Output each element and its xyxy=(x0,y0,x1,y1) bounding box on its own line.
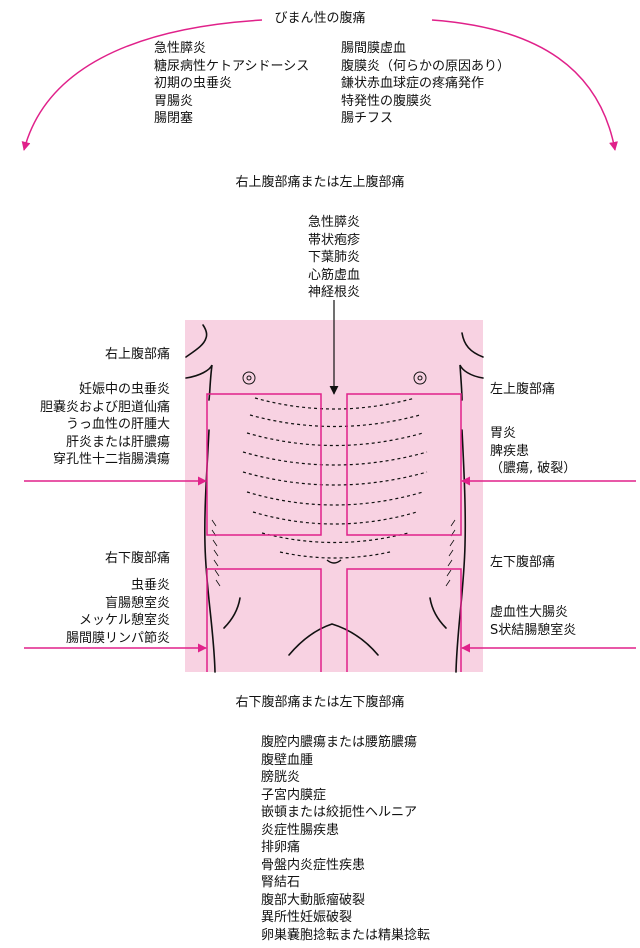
list-item: 腎結石 xyxy=(261,875,301,890)
list-item: メッケル憩室炎 xyxy=(78,613,170,628)
list-item: 帯状疱疹 xyxy=(307,232,360,248)
list-item: 穿孔性十二指腸潰瘍 xyxy=(52,452,170,467)
list-item: （膿瘍, 破裂） xyxy=(490,461,577,476)
list-item: 盲腸憩室炎 xyxy=(104,595,170,611)
list-item: 腹膜炎（何らかの原因あり） xyxy=(341,58,511,74)
list-item: 肝炎または肝膿瘍 xyxy=(65,434,170,450)
torso-outline xyxy=(185,324,484,673)
diffuse-title: びまん性の腹痛 xyxy=(274,11,366,26)
list-item: 嵌頓または絞扼性ヘルニア xyxy=(261,805,418,820)
list-item: 腹部大動脈瘤破裂 xyxy=(261,892,366,908)
list-item: 腸間膜虚血 xyxy=(341,41,407,56)
list-item: 腹壁血腫 xyxy=(261,752,314,768)
nipples xyxy=(242,371,427,385)
list-item: 卵巣嚢胞捻転または精巣捻転 xyxy=(261,927,431,943)
list-item: 初期の虫垂炎 xyxy=(154,76,233,91)
list-item: 妊娠中の虫垂炎 xyxy=(78,382,170,397)
list-item: 虚血性大腸炎 xyxy=(490,605,569,620)
list-item: 胃腸炎 xyxy=(154,93,194,109)
list-item: 膀胱炎 xyxy=(261,770,301,785)
list-item: 排卵痛 xyxy=(261,840,301,855)
list-item: 腹腔内膿瘍または腰筋膿瘍 xyxy=(261,735,418,750)
list-item: 急性膵炎 xyxy=(307,215,360,230)
list-item: 炎症性腸疾患 xyxy=(261,822,340,838)
rib-lines xyxy=(242,397,428,559)
lower-list: 腹腔内膿瘍または腰筋膿瘍腹壁血腫膀胱炎子宮内膜症嵌頓または絞扼性ヘルニア炎症性腸… xyxy=(261,734,430,944)
upper-title: 右上腹部痛または左上腹部痛 xyxy=(235,175,405,190)
list-item: 腸間膜リンパ節炎 xyxy=(65,630,170,646)
lower-title: 右下腹部痛または左下腹部痛 xyxy=(235,695,405,710)
navel xyxy=(326,559,342,564)
diffuse-right-list: 腸間膜虚血腹膜炎（何らかの原因あり） 鎌状赤血球症の疼痛発作特発性の腹膜炎腸チフス xyxy=(341,40,510,128)
quadrant-boxes xyxy=(206,393,462,672)
list-item: 神経根炎 xyxy=(307,285,360,300)
list-item: うっ血性の肝腫大 xyxy=(65,417,170,432)
list-item: 異所性妊娠破裂 xyxy=(261,910,353,925)
list-item: 胆嚢炎および胆道仙痛 xyxy=(39,399,170,415)
list-item: 特発性の腹膜炎 xyxy=(341,93,433,109)
list-item: S状結腸憩室炎 xyxy=(490,622,577,638)
left-upper-list: 胃炎脾疾患 （膿瘍, 破裂） xyxy=(490,425,576,478)
list-item: 子宮内膜症 xyxy=(261,787,327,803)
list-item: 脾疾患 xyxy=(490,443,530,459)
side-shading xyxy=(211,519,456,587)
list-item: 糖尿病性ケトアシドーシス xyxy=(154,58,310,74)
left-lower-list: 虚血性大腸炎 S状結腸憩室炎 xyxy=(490,604,576,639)
list-item: 骨盤内炎症性疾患 xyxy=(261,857,366,873)
list-item: 腸チフス xyxy=(341,111,394,126)
right-upper-title: 右上腹部痛 xyxy=(104,347,170,362)
left-lower-title: 左下腹部痛 xyxy=(490,555,556,570)
list-item: 腸閉塞 xyxy=(154,111,194,126)
right-upper-list: 妊娠中の虫垂炎胆嚢炎および胆道仙痛うっ血性の肝腫大肝炎または肝膿瘍穿孔性十二指腸… xyxy=(2,381,170,469)
list-item: 心筋虚血 xyxy=(307,267,360,283)
arrow-diffuse-left xyxy=(21,19,263,151)
list-item: 虫垂炎 xyxy=(130,578,170,593)
list-item: 胃炎 xyxy=(490,426,517,441)
arrow-diffuse-right xyxy=(431,19,618,151)
right-lower-list: 虫垂炎盲腸憩室炎メッケル憩室炎腸間膜リンパ節炎 xyxy=(20,577,170,647)
left-upper-title: 左上腹部痛 xyxy=(490,382,556,397)
diffuse-left-list: 急性膵炎糖尿病性ケトアシドーシス初期の虫垂炎胃腸炎腸閉塞 xyxy=(154,40,309,128)
list-item: 鎌状赤血球症の疼痛発作 xyxy=(341,76,485,91)
list-item: 下葉肺炎 xyxy=(307,250,360,265)
right-lower-title: 右下腹部痛 xyxy=(104,551,170,566)
upper-list: 急性膵炎帯状疱疹下葉肺炎心筋虚血神経根炎 xyxy=(254,214,414,302)
list-item: 急性膵炎 xyxy=(154,41,207,56)
